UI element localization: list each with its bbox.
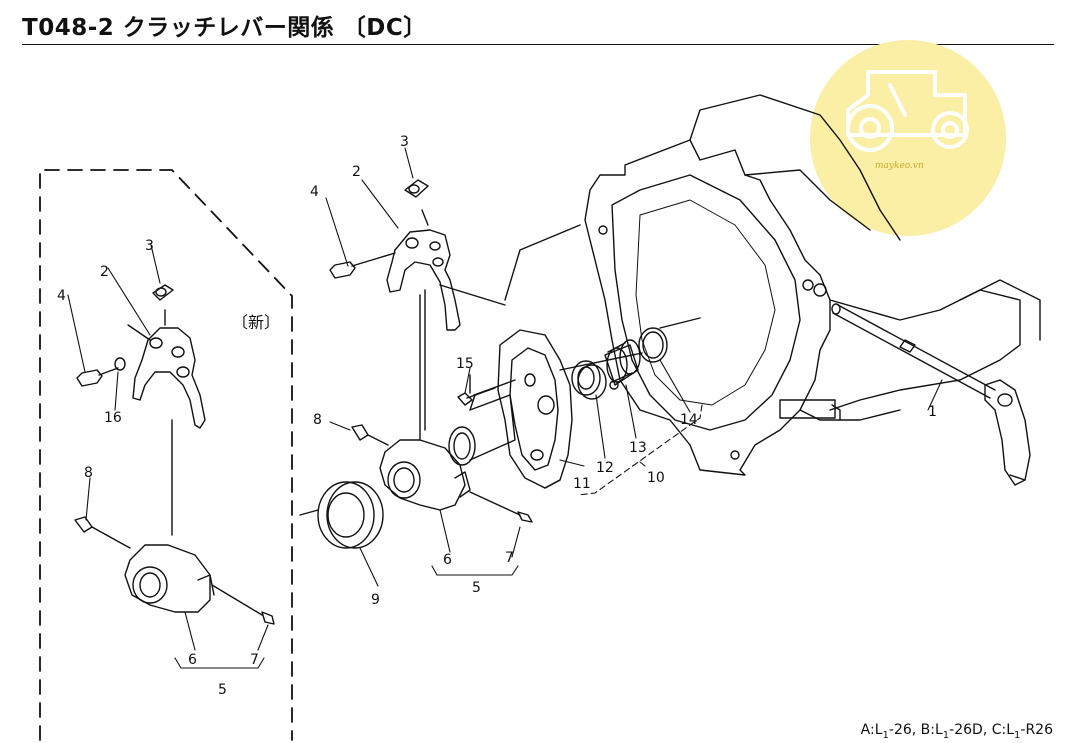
model-b-prefix: B:L bbox=[920, 722, 943, 738]
model-c-sub: 1 bbox=[1014, 729, 1021, 741]
small-bearings bbox=[559, 317, 701, 400]
callout-7: 7 bbox=[505, 550, 514, 566]
callout-13: 13 bbox=[629, 440, 647, 456]
page-title: T048-2 クラッチレバー関係 〔DC〕 bbox=[22, 15, 427, 41]
release-bearing-main bbox=[299, 294, 533, 549]
callout-4: 4 bbox=[310, 184, 319, 200]
model-a-prefix: A:L bbox=[860, 722, 883, 738]
callout-10: 10 bbox=[647, 470, 665, 486]
release-hub bbox=[448, 329, 573, 489]
new-variant-label: 〔新〕 bbox=[232, 313, 280, 332]
new-variant-fork bbox=[76, 284, 206, 536]
callout-new-4: 4 bbox=[57, 288, 66, 304]
callout-2: 2 bbox=[352, 164, 361, 180]
callout-new-7: 7 bbox=[250, 652, 259, 668]
model-a-suffix: -26, bbox=[888, 722, 917, 738]
callout-new-8: 8 bbox=[84, 465, 93, 481]
callout-new-16: 16 bbox=[104, 410, 122, 426]
leader-lines bbox=[67, 147, 943, 669]
callout-3: 3 bbox=[400, 134, 409, 150]
callouts-new: 〔新〕 2 3 4 16 8 6 7 5 bbox=[57, 238, 280, 698]
bolt-15 bbox=[457, 374, 496, 406]
model-c-prefix: C:L bbox=[991, 722, 1015, 738]
release-fork-main bbox=[329, 179, 506, 431]
clutch-shaft bbox=[831, 303, 1031, 486]
callout-5: 5 bbox=[472, 580, 481, 596]
callout-11: 11 bbox=[573, 476, 591, 492]
tractor-watermark-logo: maykeo.vn bbox=[810, 40, 1006, 236]
callout-1: 1 bbox=[928, 404, 937, 420]
callout-new-2: 2 bbox=[100, 264, 109, 280]
new-variant-boundary bbox=[39, 169, 293, 741]
callout-new-5: 5 bbox=[218, 682, 227, 698]
watermark-text: maykeo.vn bbox=[875, 161, 924, 171]
callout-14: 14 bbox=[680, 412, 698, 428]
callout-6: 6 bbox=[443, 552, 452, 568]
callout-12: 12 bbox=[596, 460, 614, 476]
title-divider bbox=[22, 44, 1054, 45]
callout-15: 15 bbox=[456, 356, 474, 372]
new-variant-bearing bbox=[74, 516, 275, 625]
callout-9: 9 bbox=[371, 592, 380, 608]
model-legend: A:L1-26, B:L1-26D, C:L1-R26 bbox=[861, 722, 1053, 741]
transmission-housing bbox=[504, 94, 1041, 476]
model-c-suffix: -R26 bbox=[1020, 722, 1053, 738]
model-a-sub: 1 bbox=[882, 729, 889, 741]
model-b-sub: 1 bbox=[942, 729, 950, 741]
callout-new-3: 3 bbox=[145, 238, 154, 254]
callouts-main: 1 2 3 4 5 6 7 8 9 10 11 12 13 14 15 bbox=[310, 134, 937, 608]
callout-8: 8 bbox=[313, 412, 322, 428]
model-b-suffix: -26D, bbox=[949, 722, 988, 738]
callout-new-6: 6 bbox=[188, 652, 197, 668]
